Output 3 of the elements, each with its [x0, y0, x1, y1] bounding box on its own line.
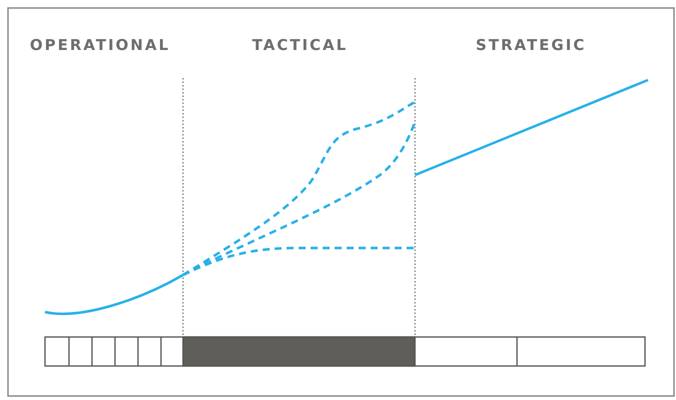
column-heading: STRATEGIC [476, 36, 586, 54]
column-heading: TACTICAL [252, 36, 348, 54]
column-heading: OPERATIONAL [30, 36, 170, 54]
